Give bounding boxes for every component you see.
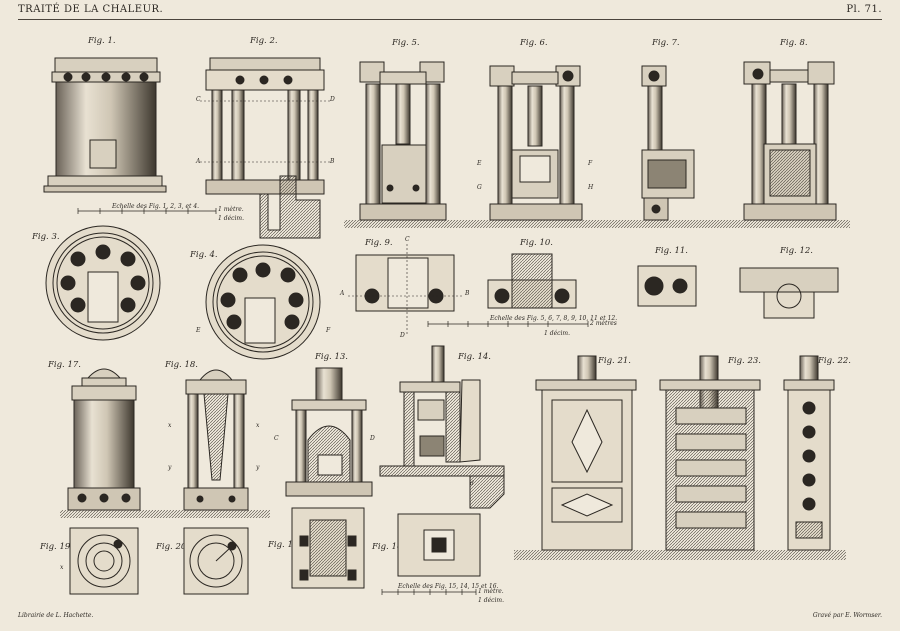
scale2-bar <box>427 321 589 327</box>
letter-h-fig6: H <box>588 184 594 191</box>
fig7-label: Fig. 7. <box>652 38 680 48</box>
header-rule <box>18 19 882 20</box>
fig6-drawing <box>489 65 583 221</box>
letter-d-fig13: D <box>370 435 375 442</box>
fig20-label: Fig. 20. <box>156 542 189 552</box>
fig7-drawing <box>641 65 695 221</box>
fig11-label: Fig. 11. <box>655 246 688 256</box>
letter-c-fig9: C <box>405 236 410 243</box>
fig8-label: Fig. 8. <box>780 38 808 48</box>
fig14-drawing <box>379 345 505 509</box>
fig9-drawing <box>348 244 462 334</box>
fig10-drawing <box>487 253 577 309</box>
scale3-label: Echelle des Fig. 15, 14, 15 et 16. <box>398 583 499 590</box>
fig1-label: Fig. 1. <box>88 36 116 46</box>
scale1-decim: 1 décim. <box>218 215 244 222</box>
fig5-label: Fig. 5. <box>392 38 420 48</box>
fig17-drawing <box>67 368 141 511</box>
engraver-credit: Gravé par E. Wormser. <box>812 612 882 619</box>
letter-a-fig2: A <box>196 158 201 165</box>
scale2-metres: 2 mètres <box>590 320 617 327</box>
ground-fig5-8 <box>344 220 850 228</box>
fig18-label: Fig. 18. <box>165 360 198 370</box>
fig3-drawing <box>45 225 161 341</box>
fig18-drawing <box>183 369 249 511</box>
letter-x-fig18-right: x <box>256 422 260 429</box>
letter-y-fig18-right: y <box>256 464 260 471</box>
ground-fig21-23 <box>514 550 846 560</box>
letter-f-fig6: F <box>588 160 593 167</box>
scale1-metre: 1 mètre. <box>218 206 244 213</box>
letter-e-fig6: E <box>477 160 482 167</box>
fig3-label: Fig. 3. <box>32 232 60 242</box>
publisher-credit: Librairie de L. Hachette. <box>18 612 94 619</box>
letter-f-fig4: F <box>326 327 331 334</box>
fig12-drawing <box>739 267 839 319</box>
scale3-metre: 1 mètre. <box>478 588 504 595</box>
scale1-label: Echelle des Fig. 1, 2, 3, et 4. <box>112 203 200 210</box>
fig4-drawing <box>205 244 321 360</box>
fig21-drawing <box>535 355 637 551</box>
fig2-label: Fig. 2. <box>250 36 278 46</box>
fig16-drawing <box>397 513 481 577</box>
scale2-decim: 1 décim. <box>544 330 570 337</box>
fig22-label: Fig. 22. <box>818 356 851 366</box>
fig13-label: Fig. 13. <box>315 352 348 362</box>
fig11-drawing <box>637 265 697 307</box>
fig16-label: Fig. 16. <box>372 542 405 552</box>
fig13-drawing <box>285 367 373 497</box>
letter-x-fig18: x <box>168 422 172 429</box>
fig21-label: Fig. 21. <box>598 356 631 366</box>
fig14-label: Fig. 14. <box>458 352 491 362</box>
fig5-drawing <box>359 61 447 221</box>
letter-d-fig2: D <box>330 96 335 103</box>
scale3-decim: 1 décim. <box>478 597 504 604</box>
plate-number: Pl. 71. <box>846 4 882 15</box>
fig6-label: Fig. 6. <box>520 38 548 48</box>
fig20-drawing <box>183 527 249 595</box>
letter-c-fig13: C <box>274 435 279 442</box>
scale1-bar <box>77 208 217 214</box>
scale2-label: Echelle des Fig. 5, 6, 7, 8, 9, 10, 11 e… <box>490 315 618 322</box>
letter-b-fig9: B <box>465 290 470 297</box>
fig19-label: Fig. 19. <box>40 542 73 552</box>
fig4-label: Fig. 4. <box>190 250 218 260</box>
letter-a-fig9: A <box>340 290 345 297</box>
letter-b-fig2: B <box>330 158 335 165</box>
letter-e-fig4: E <box>196 327 201 334</box>
fig23-label: Fig. 23. <box>728 356 761 366</box>
letter-d-fig9: D <box>400 332 405 339</box>
letter-y-fig18: y <box>168 464 172 471</box>
letter-c-fig2: C <box>196 96 201 103</box>
fig23-drawing <box>659 355 761 551</box>
plate-title: TRAITÉ DE LA CHALEUR. <box>18 4 164 15</box>
fig12-label: Fig. 12. <box>780 246 813 256</box>
fig22-drawing <box>783 355 835 551</box>
fig9-label: Fig. 9. <box>365 238 393 248</box>
fig8-drawing <box>743 61 837 221</box>
fig2-drawing <box>200 57 330 239</box>
scale3-bar <box>381 589 477 595</box>
letter-g-fig6: G <box>477 184 482 191</box>
fig17-label: Fig. 17. <box>48 360 81 370</box>
ground-fig17-18 <box>60 510 270 518</box>
letter-x-fig19: x <box>60 564 64 571</box>
fig15-label: Fig. 15. <box>268 540 301 550</box>
fig19-drawing <box>69 527 139 595</box>
fig15-drawing <box>291 507 365 589</box>
fig1-drawing <box>43 57 167 193</box>
fig10-label: Fig. 10. <box>520 238 553 248</box>
